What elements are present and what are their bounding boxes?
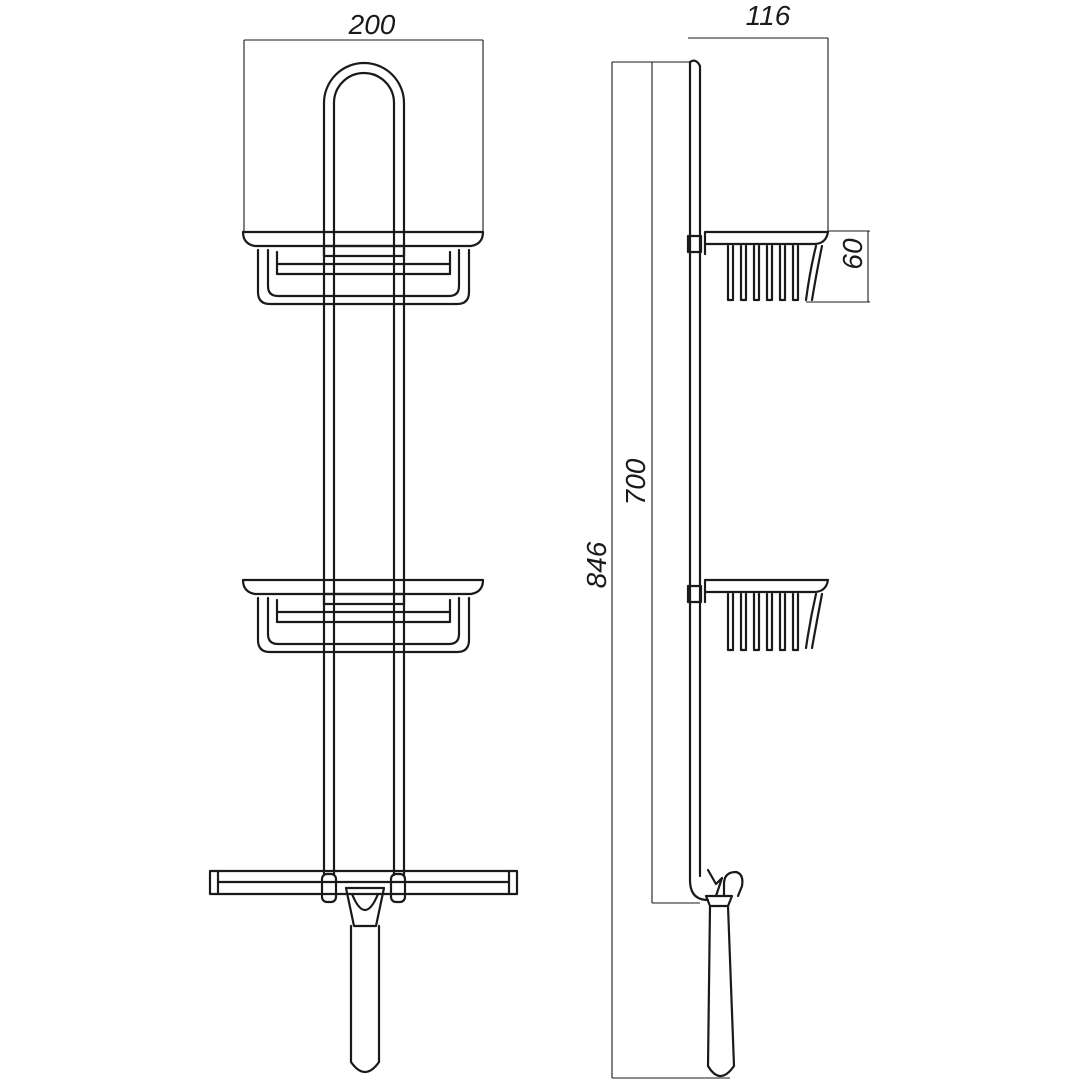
lower-basket <box>241 578 485 654</box>
dim-label-116: 116 <box>746 0 791 31</box>
dim-label-60: 60 <box>837 238 868 270</box>
dim-label-200: 200 <box>348 9 396 40</box>
front-view: 200 <box>208 9 519 1074</box>
dim-label-700: 700 <box>620 458 651 505</box>
dimension-width: 200 <box>243 9 484 232</box>
side-lower-basket <box>686 578 830 652</box>
dimension-total-height: 846 <box>581 61 730 1079</box>
dim-label-846: 846 <box>581 541 612 588</box>
upright-rails <box>322 61 406 877</box>
side-view: 116 60 700 846 <box>581 0 870 1079</box>
upper-basket <box>241 230 485 306</box>
dimension-depth: 116 <box>688 0 829 232</box>
side-squeegee <box>704 868 744 1078</box>
squeegee-blade <box>208 869 519 904</box>
dimension-basket-height: 60 <box>806 230 870 303</box>
side-upper-basket <box>686 230 830 302</box>
dimension-rail-length: 700 <box>620 61 700 904</box>
side-rail <box>688 59 710 902</box>
squeegee-handle <box>344 886 386 1074</box>
